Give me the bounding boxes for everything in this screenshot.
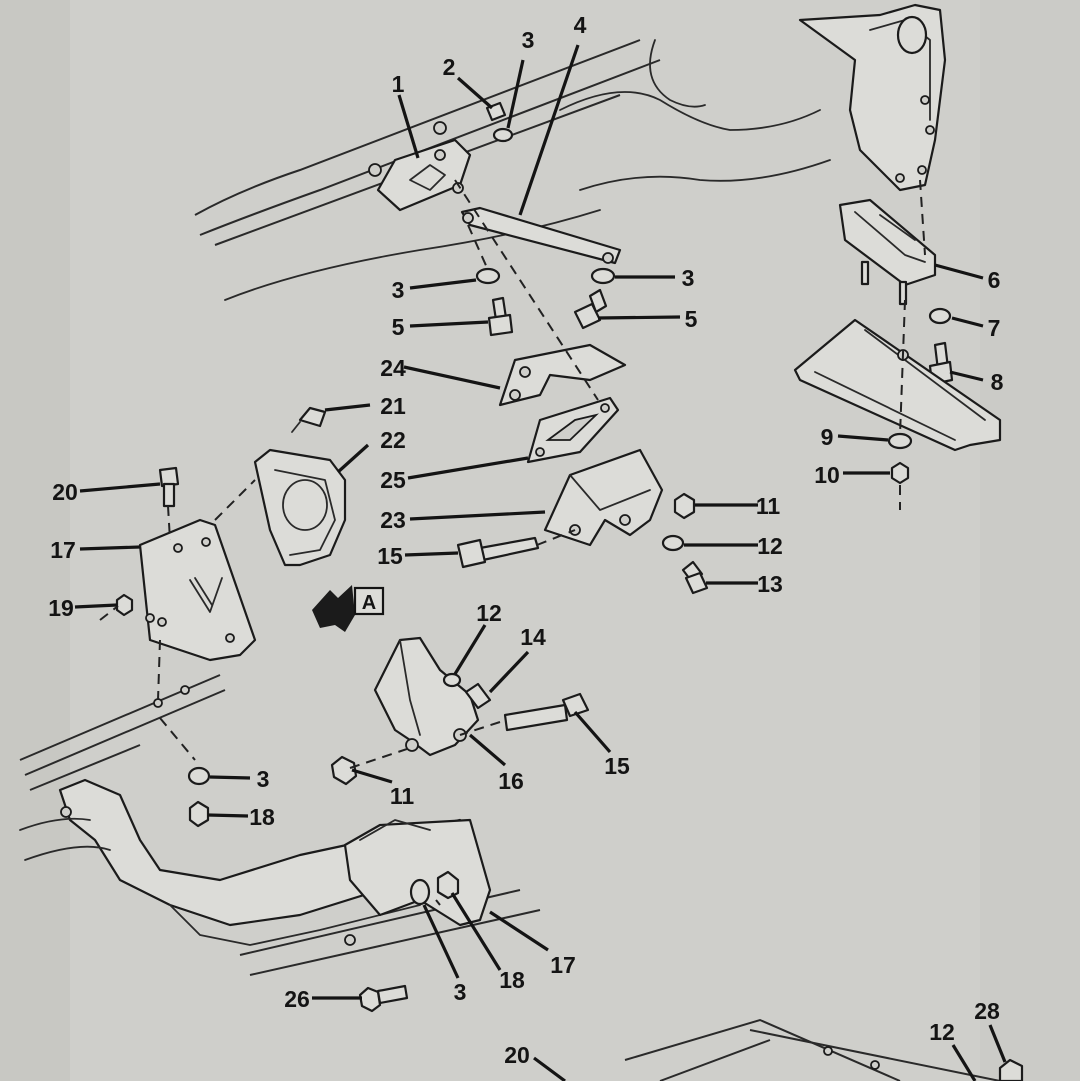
- washer-3-left: [475, 267, 501, 285]
- mount-plate-25: [526, 396, 620, 464]
- callout-7: 7: [988, 315, 1001, 341]
- callout-17: 17: [50, 537, 76, 563]
- view-marker-box: [353, 586, 385, 616]
- frame-bracket-16: [373, 636, 480, 757]
- callout-20: 20: [52, 479, 78, 505]
- washer-3-lower: [409, 878, 431, 906]
- callout-15: 15: [604, 753, 630, 779]
- nut-10: [890, 461, 910, 485]
- through-bolt-15-upper: [456, 536, 540, 569]
- callout-13: 13: [757, 571, 783, 597]
- callout-20: 20: [504, 1042, 530, 1068]
- callout-3: 3: [522, 27, 535, 53]
- washer-7: [928, 307, 952, 325]
- callout-17: 17: [550, 952, 576, 978]
- callout-3: 3: [392, 277, 405, 303]
- bolt-5-right: [573, 288, 608, 330]
- view-marker-label: A: [362, 592, 376, 614]
- transmission-mount-6: [838, 198, 937, 306]
- callout-23: 23: [380, 507, 406, 533]
- washer-3-upper: [492, 127, 514, 143]
- callout-9: 9: [821, 424, 834, 450]
- callout-12: 12: [476, 600, 502, 626]
- callout-21: 21: [380, 393, 406, 419]
- callout-2: 2: [443, 54, 456, 80]
- bolt-13: [681, 560, 709, 595]
- washer-12-center: [442, 672, 462, 688]
- callout-19: 19: [48, 595, 74, 621]
- washer-3-left-lower: [187, 766, 211, 786]
- through-bolt-15-center: [503, 692, 590, 732]
- bolt-21: [291, 406, 327, 433]
- nut-19: [115, 593, 134, 617]
- callout-3: 3: [257, 766, 270, 792]
- assembly-alignment-lines: [99, 179, 926, 906]
- callout-28: 28: [974, 998, 1000, 1024]
- nut-18-left: [188, 800, 210, 828]
- bolt-26: [358, 984, 409, 1013]
- washer-3-right: [590, 267, 616, 285]
- leader-lines: [74, 44, 1007, 1081]
- callout-12: 12: [757, 533, 783, 559]
- view-direction-arrow: A: [312, 585, 385, 632]
- callout-5: 5: [685, 306, 698, 332]
- callout-10: 10: [814, 462, 840, 488]
- washer-9: [887, 432, 913, 450]
- callout-5: 5: [392, 314, 405, 340]
- callout-4: 4: [574, 12, 587, 38]
- callout-8: 8: [991, 369, 1004, 395]
- frame-rail-bottom-right: [624, 1018, 1024, 1081]
- nut-18-lower: [436, 870, 460, 900]
- heat-shield-24: [498, 343, 627, 407]
- callout-26: 26: [284, 986, 310, 1012]
- callout-3: 3: [682, 265, 695, 291]
- engine-mount-bracket-upper: [376, 138, 472, 212]
- callout-16: 16: [498, 768, 524, 794]
- callout-22: 22: [380, 427, 406, 453]
- mount-22: [253, 448, 347, 567]
- callout-14: 14: [520, 624, 546, 650]
- callout-25: 25: [380, 467, 406, 493]
- callout-3: 3: [454, 979, 467, 1005]
- nut-11-upper: [673, 492, 696, 520]
- washer-12-upper: [661, 534, 685, 552]
- engine-mount-23: [543, 448, 664, 547]
- callout-18: 18: [499, 967, 525, 993]
- transmission-housing: [798, 3, 947, 192]
- crossmember-right: [793, 318, 1002, 452]
- callout-18: 18: [249, 804, 275, 830]
- bolt-14: [464, 682, 492, 710]
- callout-24: 24: [380, 355, 406, 381]
- callout-11: 11: [756, 493, 781, 519]
- callout-12: 12: [929, 1019, 955, 1045]
- nut-11-center: [330, 755, 358, 786]
- bolt-5-left: [487, 296, 514, 337]
- callout-11: 11: [390, 783, 415, 809]
- callout-15: 15: [377, 543, 403, 569]
- callout-6: 6: [988, 267, 1001, 293]
- callout-1: 1: [392, 71, 405, 97]
- strut-bar-4: [460, 206, 622, 265]
- callout-labels: 1 2 3 4 3 5 3 5 6 7 8 9 10 24 21 22 25 2…: [48, 12, 1003, 1068]
